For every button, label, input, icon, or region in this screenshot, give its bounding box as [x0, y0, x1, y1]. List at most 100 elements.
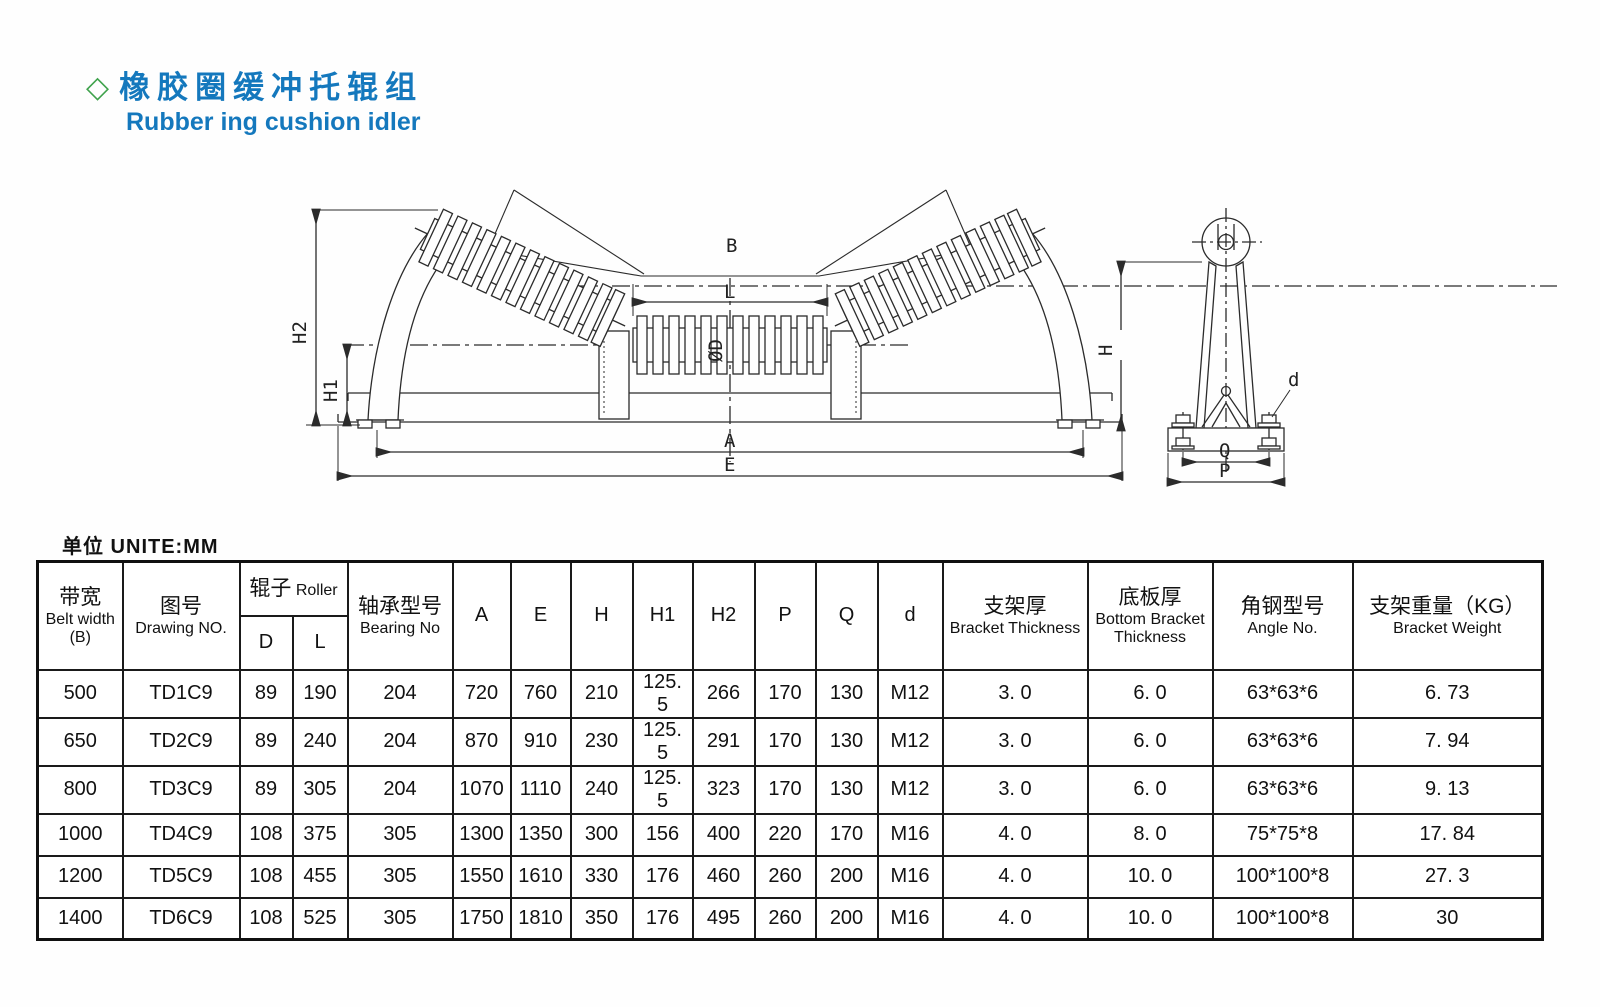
table-cell: 8. 0	[1086, 812, 1214, 857]
table-cell: 108	[238, 812, 294, 857]
diamond-icon: ◇	[86, 70, 110, 104]
table-cell: M16	[876, 812, 944, 857]
table-cell: 1810	[509, 896, 572, 941]
col-dim-p: P	[753, 560, 817, 671]
table-cell: 125. 5	[631, 764, 694, 815]
table-cell: 323	[691, 764, 756, 815]
table-cell: 1610	[509, 854, 572, 899]
dim-label-d: d	[1288, 369, 1299, 391]
table-cell: 89	[238, 716, 294, 767]
table-cell: 17. 84	[1351, 812, 1544, 857]
bottom-bracket-en1: Bottom Bracket	[1095, 611, 1205, 628]
table-cell: 240	[569, 764, 634, 815]
dim-label-l: L	[724, 281, 735, 303]
table-cell: 1750	[451, 896, 512, 941]
table-cell: TD3C9	[121, 764, 241, 815]
table-cell: 800	[36, 764, 124, 815]
table-cell: 6. 0	[1086, 668, 1214, 719]
table-cell: 176	[631, 896, 694, 941]
table-cell: 170	[753, 764, 817, 815]
table-cell: 460	[691, 854, 756, 899]
table-cell: 170	[753, 716, 817, 767]
table-cell: 210	[569, 668, 634, 719]
bottom-bracket-en2: Thickness	[1113, 629, 1187, 647]
table-cell: 1000	[36, 812, 124, 857]
table-cell: 1200	[36, 854, 124, 899]
table-cell: 170	[814, 812, 879, 857]
dim-label-h2: H2	[289, 321, 311, 344]
table-cell: 300	[569, 812, 634, 857]
table-cell: 10. 0	[1086, 854, 1214, 899]
table-cell: 305	[346, 854, 454, 899]
table-cell: 305	[291, 764, 349, 815]
unit-note: 单位 UNITE:MM	[62, 536, 219, 558]
table-cell: 500	[36, 668, 124, 719]
table-cell: 3. 0	[941, 668, 1089, 719]
table-cell: 204	[346, 716, 454, 767]
title-english: Rubber ing cushion idler	[126, 108, 421, 136]
table-cell: 6. 0	[1086, 716, 1214, 767]
table-cell: 89	[238, 764, 294, 815]
table-cell: 200	[814, 854, 879, 899]
table-cell: M16	[876, 854, 944, 899]
table-cell: 266	[691, 668, 756, 719]
table-cell: 170	[753, 668, 817, 719]
col-bearing: 轴承型号 Bearing No	[346, 560, 454, 671]
table-cell: 176	[631, 854, 694, 899]
table-cell: M12	[876, 716, 944, 767]
table-cell: 63*63*6	[1211, 716, 1354, 767]
table-cell: 525	[291, 896, 349, 941]
drawing-no-en: Drawing NO.	[135, 620, 227, 638]
page-title: ◇ 橡胶圈缓冲托辊组 Rubber ing cushion idler	[86, 72, 423, 135]
table-cell: 1550	[451, 854, 512, 899]
table-cell: 1110	[509, 764, 572, 815]
dim-label-p: P	[1219, 460, 1230, 482]
table-cell: 4. 0	[941, 812, 1089, 857]
table-cell: 4. 0	[941, 854, 1089, 899]
table-cell: 6. 0	[1086, 764, 1214, 815]
dim-label-q: Q	[1219, 440, 1230, 462]
dim-label-b: B	[726, 235, 737, 257]
col-dim-q: Q	[814, 560, 879, 671]
table-cell: 100*100*8	[1211, 854, 1354, 899]
table-cell: 291	[691, 716, 756, 767]
table-cell: 108	[238, 896, 294, 941]
col-dim-a: A	[451, 560, 512, 671]
col-dim-h: H	[569, 560, 634, 671]
angle-cn: 角钢型号	[1240, 594, 1325, 618]
dim-label-e: E	[724, 454, 735, 476]
bearing-cn: 轴承型号	[358, 594, 442, 618]
roller-en: Roller	[295, 582, 338, 600]
col-roller-d: D	[238, 614, 294, 671]
angle-en: Angle No.	[1247, 620, 1318, 638]
table-cell: 125. 5	[631, 668, 694, 719]
table-cell: 240	[291, 716, 349, 767]
front-view: B L ØD H2 H1 A E	[289, 189, 1557, 481]
table-cell: M16	[876, 896, 944, 941]
table-cell: 30	[1351, 896, 1544, 941]
table-cell: 230	[569, 716, 634, 767]
weight-cn: 支架重量（KG）	[1369, 594, 1526, 618]
table-cell: 375	[291, 812, 349, 857]
table-cell: 220	[753, 812, 817, 857]
col-bracket-weight: 支架重量（KG） Bracket Weight	[1351, 560, 1544, 671]
table-cell: 108	[238, 854, 294, 899]
table-cell: M12	[876, 668, 944, 719]
col-dim-h1: H1	[631, 560, 694, 671]
col-angle-no: 角钢型号 Angle No.	[1211, 560, 1354, 671]
bracket-thickness-cn: 支架厚	[983, 594, 1047, 618]
table-cell: 130	[814, 764, 879, 815]
technical-drawing: B L ØD H2 H1 A E	[289, 189, 1557, 487]
col-dim-e: E	[509, 560, 572, 671]
table-cell: 190	[291, 668, 349, 719]
table-cell: 760	[509, 668, 572, 719]
table-cell: 260	[753, 896, 817, 941]
roller-cn: 辊子	[249, 577, 292, 601]
table-cell: 10. 0	[1086, 896, 1214, 941]
table-cell: 910	[509, 716, 572, 767]
spec-table: 带宽 Belt width (B) 图号 Drawing NO. 辊子 Roll…	[36, 560, 1544, 941]
